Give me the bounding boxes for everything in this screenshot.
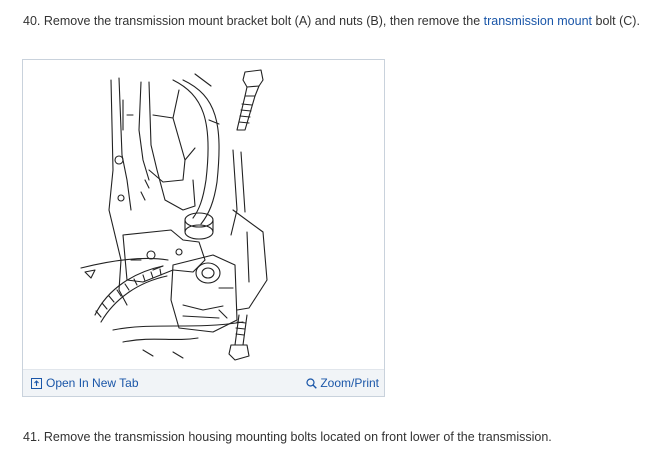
transmission-mount-illustration <box>80 69 268 361</box>
figure-toolbar: Open In New Tab Zoom/Print <box>23 369 384 396</box>
open-in-new-tab-button[interactable]: Open In New Tab <box>31 376 139 390</box>
step-40-text-start: 40. Remove the transmission mount bracke… <box>23 14 484 28</box>
figure-container: Open In New Tab Zoom/Print <box>22 59 385 397</box>
step-41-text: 41. Remove the transmission housing moun… <box>23 430 552 444</box>
magnifier-icon <box>306 377 318 389</box>
step-40-text: 40. Remove the transmission mount bracke… <box>23 13 640 29</box>
step-40-text-end: bolt (C). <box>592 14 640 28</box>
zoom-print-label: Zoom/Print <box>320 376 379 390</box>
open-in-new-tab-label: Open In New Tab <box>46 376 139 390</box>
zoom-print-button[interactable]: Zoom/Print <box>306 376 379 390</box>
open-new-tab-icon <box>31 377 42 389</box>
transmission-mount-link[interactable]: transmission mount <box>483 14 593 28</box>
